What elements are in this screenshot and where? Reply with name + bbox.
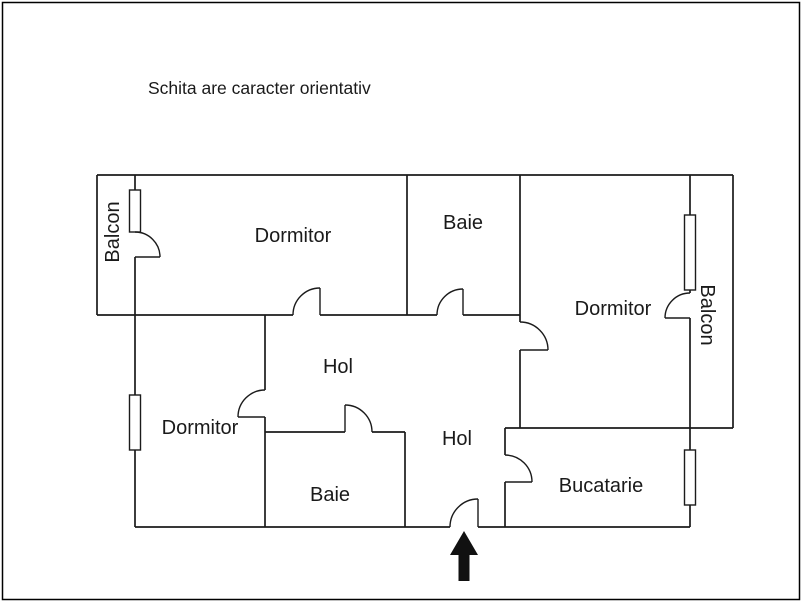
door-arc-balcony-right [664, 292, 691, 319]
door-arc-entrance [449, 498, 479, 528]
room-label-hol-bottom: Hol [442, 428, 472, 450]
window-dormitor-left [128, 394, 142, 451]
room-label-dormitor-left: Dormitor [162, 417, 239, 439]
room-label-baie-bottom: Baie [310, 484, 350, 506]
room-label-dormitor-top: Dormitor [255, 225, 332, 247]
door-arc-bucatarie [504, 454, 533, 483]
room-label-balcon-left: Balcon [102, 201, 124, 262]
room-label-bucatarie: Bucatarie [559, 475, 644, 497]
room-label-dormitor-right: Dormitor [575, 298, 652, 320]
room-labels: Balcon Dormitor Baie Dormitor Balcon Hol… [102, 201, 718, 506]
door-arc-baie-top [436, 288, 464, 316]
door-arc-baie-bottom [344, 404, 373, 433]
room-label-hol-center: Hol [323, 356, 353, 378]
door-arc-dormitor-top [292, 287, 321, 316]
entrance-arrow [450, 531, 478, 581]
room-label-baie-top: Baie [443, 212, 483, 234]
doors [134, 231, 691, 528]
window-balcony-right [683, 214, 697, 291]
room-label-balcon-right: Balcon [696, 284, 718, 345]
windows [128, 189, 697, 506]
window-balcony-left [128, 189, 142, 233]
door-arc-dormitor-right [519, 321, 549, 351]
door-arc-balcony-left [134, 231, 161, 258]
window-bucatarie [683, 449, 697, 506]
door-arc-dormitor-left [237, 389, 266, 418]
disclaimer-text: Schita are caracter orientativ [148, 78, 371, 98]
